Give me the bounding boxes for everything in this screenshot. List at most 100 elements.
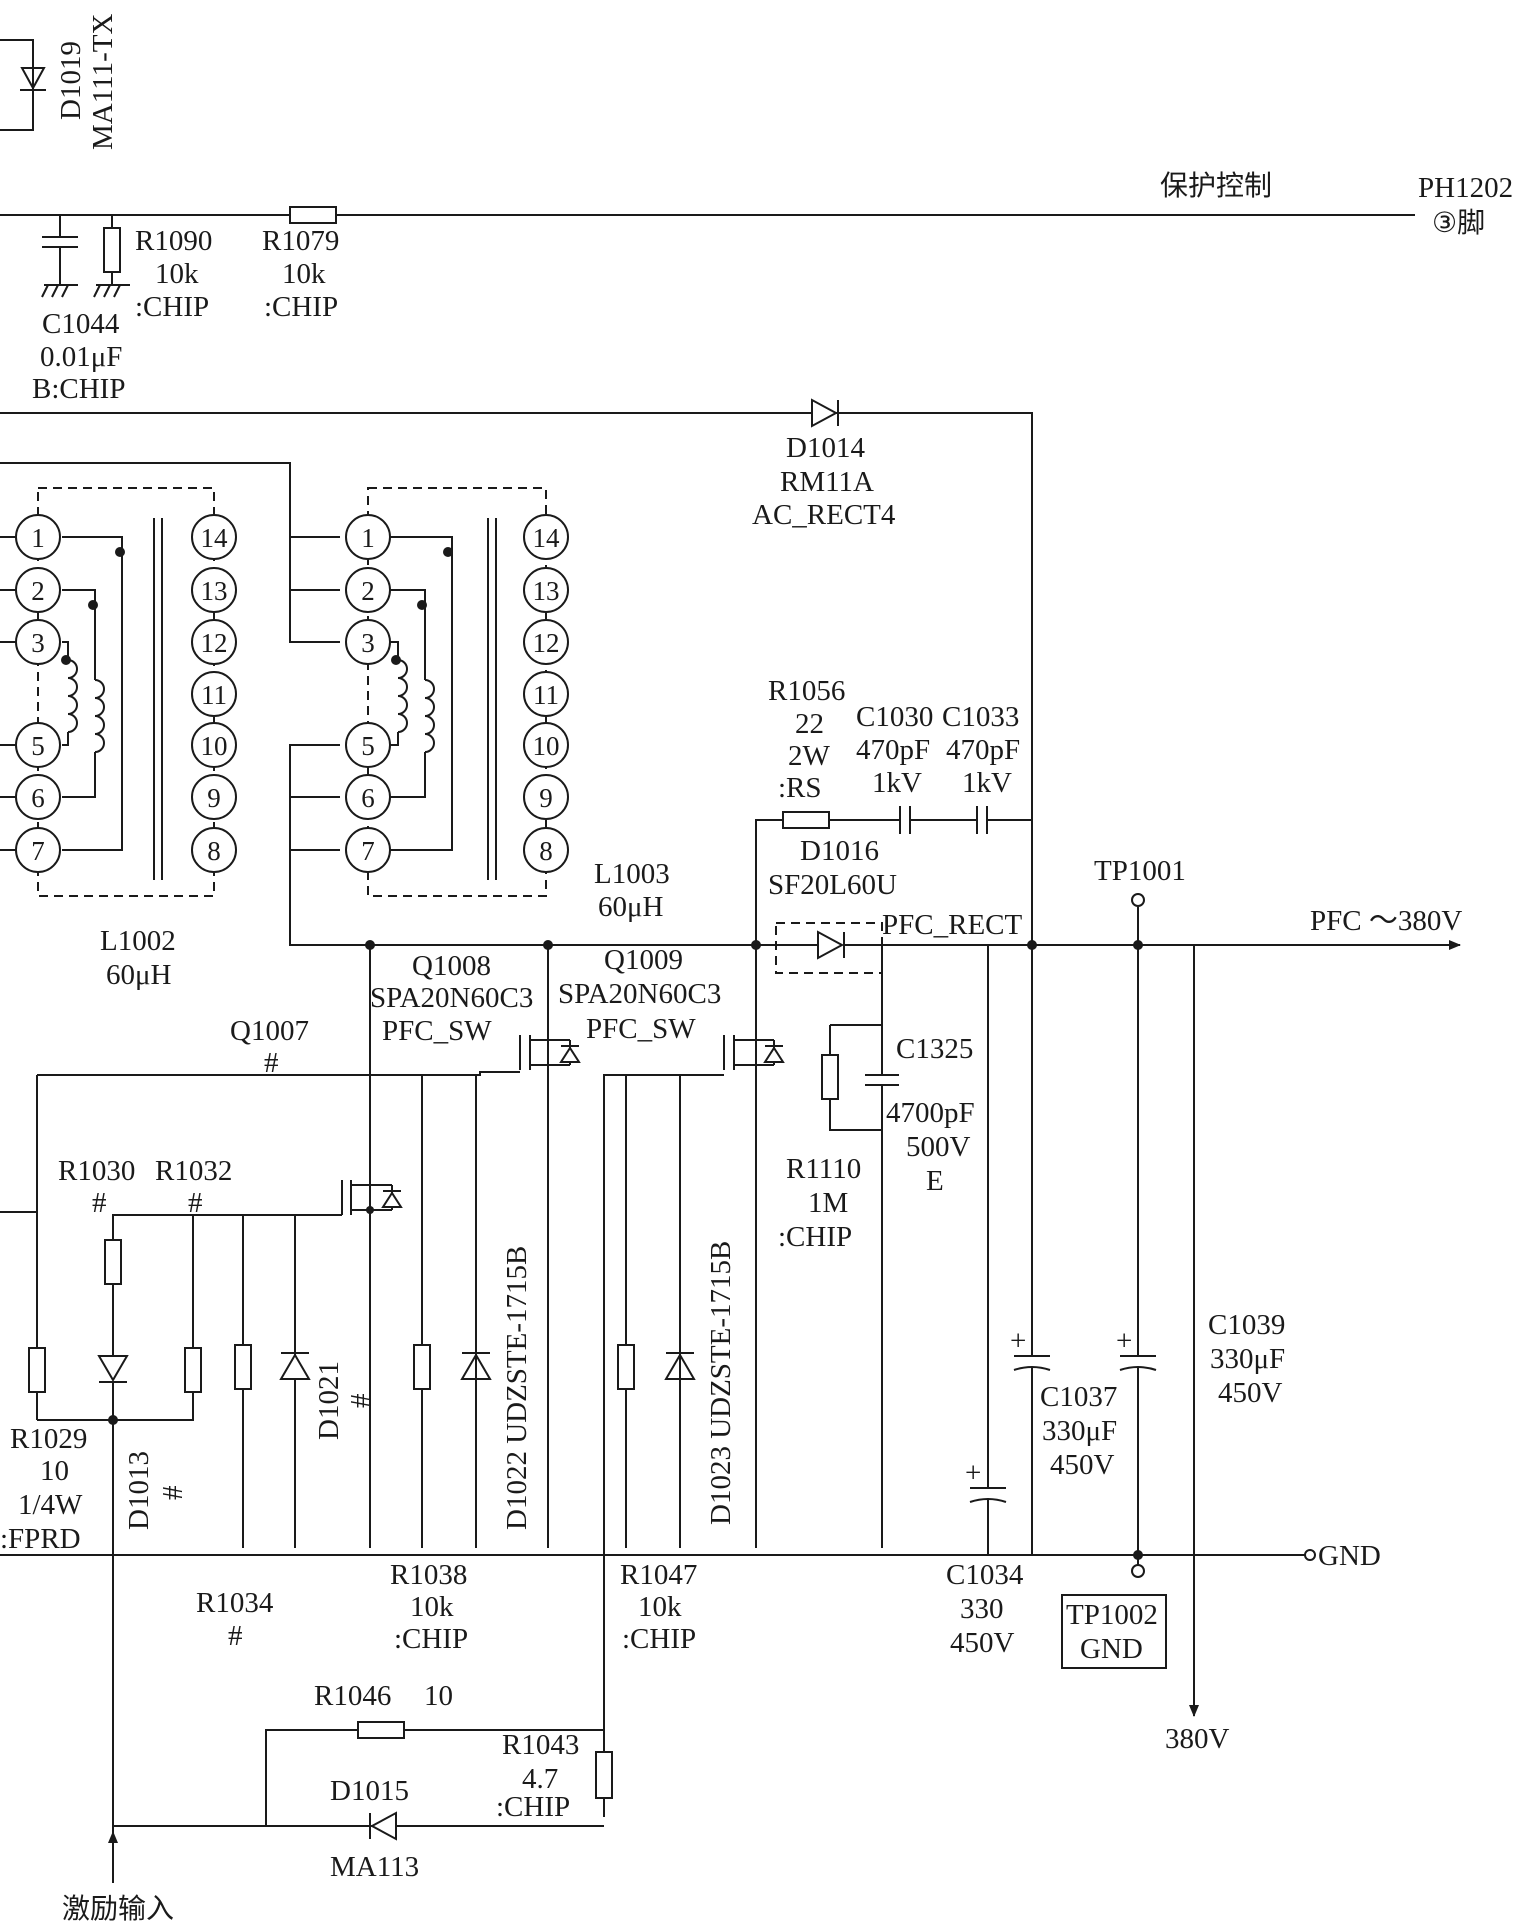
d1021-ref: D1021 bbox=[313, 1361, 345, 1440]
l1003-pin-5: 5 bbox=[361, 731, 375, 761]
r1110-resistor bbox=[821, 1054, 839, 1100]
l1002-pin-10: 10 bbox=[201, 731, 228, 761]
r1047-resistor bbox=[617, 1344, 635, 1390]
pfc-output-label: PFC ～380V bbox=[1310, 905, 1462, 937]
l1002-pins-left: 1 2 3 5 6 7 bbox=[15, 514, 61, 873]
d1023-label: D1023 UDZSTE-1715B bbox=[705, 1241, 737, 1525]
l1003-pin-13: 13 bbox=[533, 576, 560, 606]
c1034-value: 330 bbox=[960, 1593, 1004, 1625]
l1003-pins-right: 14 13 12 11 10 9 8 bbox=[523, 514, 569, 873]
c1039-plate-b bbox=[1119, 1366, 1157, 1371]
r1034-resistor bbox=[234, 1344, 252, 1390]
r1046-ref: R1046 bbox=[314, 1680, 391, 1712]
d1015-part: MA113 bbox=[330, 1851, 419, 1883]
l1002-pin-11: 11 bbox=[201, 680, 227, 710]
c1034-ref: C1034 bbox=[946, 1559, 1024, 1591]
l1002-inductor: L1002 60μH bbox=[0, 462, 340, 991]
l1003-pin-10: 10 bbox=[533, 731, 560, 761]
r1032-mark: # bbox=[188, 1187, 203, 1219]
c1037-plus: + bbox=[1010, 1325, 1026, 1357]
l1002-pin-3: 3 bbox=[31, 628, 45, 658]
l1002-pin-14: 14 bbox=[201, 523, 229, 553]
v380-label: 380V bbox=[1165, 1723, 1230, 1755]
d1013-mark: # bbox=[157, 1486, 189, 1501]
c1037-plate-b bbox=[1013, 1366, 1051, 1371]
l1003-pin-9: 9 bbox=[539, 783, 553, 813]
c1037-value: 330μF bbox=[1042, 1415, 1117, 1447]
tp1002-ref: TP1002 bbox=[1066, 1599, 1158, 1631]
r1079-type: :CHIP bbox=[264, 291, 338, 323]
r1047-type: :CHIP bbox=[622, 1623, 696, 1655]
r1047-ref: R1047 bbox=[620, 1559, 697, 1591]
l1003-value: 60μH bbox=[598, 891, 664, 923]
r1090-type: :CHIP bbox=[135, 291, 209, 323]
c1034-voltage: 450V bbox=[950, 1627, 1015, 1659]
c1037-ref: C1037 bbox=[1040, 1381, 1117, 1413]
r1029-ref: R1029 bbox=[10, 1423, 87, 1455]
d1014-diode: D1014 RM11A AC_RECT4 bbox=[0, 398, 1033, 945]
ph1202-ref: PH1202 bbox=[1418, 172, 1513, 204]
c1034-plate-b bbox=[969, 1498, 1007, 1503]
r1056-power: 2W bbox=[788, 740, 831, 772]
d1021-diode bbox=[279, 1353, 311, 1380]
q1008-part: SPA20N60C3 bbox=[370, 982, 533, 1014]
input-network: R1046 10 R1043 4.7 :CHIP D1015 MA113 激励输… bbox=[62, 1680, 613, 1925]
l1003-pin-1: 1 bbox=[361, 523, 375, 553]
d1019-part: MA111-TX bbox=[87, 14, 119, 150]
r1079-ref: R1079 bbox=[262, 225, 339, 257]
r1046-value: 10 bbox=[424, 1680, 453, 1712]
l1002-pin-9: 9 bbox=[207, 783, 221, 813]
c1044-type: B:CHIP bbox=[32, 373, 125, 405]
c1037-voltage: 450V bbox=[1050, 1449, 1115, 1481]
l1003-pin-12: 12 bbox=[533, 628, 560, 658]
q1009-mosfet: Q1009 SPA20N60C3 PFC_SW bbox=[558, 944, 785, 1817]
c1039-plus: + bbox=[1116, 1325, 1132, 1357]
c1044-ref: C1044 bbox=[42, 308, 120, 340]
r1038-resistor bbox=[413, 1344, 431, 1390]
r1043-ref: R1043 bbox=[502, 1729, 579, 1761]
r1110-value: 1M bbox=[808, 1187, 848, 1219]
r1038-ref: R1038 bbox=[390, 1559, 467, 1591]
c1033-ref: C1033 bbox=[942, 701, 1019, 733]
l1003-inductor: L1003 60μH bbox=[289, 487, 756, 946]
q1007-mark: # bbox=[264, 1047, 279, 1079]
l1002-pin-1: 1 bbox=[31, 523, 45, 553]
l1003-pin-11: 11 bbox=[533, 680, 559, 710]
gnd-terminal bbox=[1304, 1549, 1316, 1561]
c1325-ref: C1325 bbox=[896, 1033, 973, 1065]
d1022-label: D1022 UDZSTE-1715B bbox=[501, 1246, 533, 1530]
q1009-type: PFC_SW bbox=[586, 1013, 696, 1045]
l1002-pin-2: 2 bbox=[31, 576, 45, 606]
d1021-mark: # bbox=[345, 1394, 377, 1409]
protect-control-label: 保护控制 bbox=[1160, 169, 1272, 202]
driver-network: R1030 # R1032 # R1029 10 1/4W :FPRD D101… bbox=[0, 1075, 1316, 1883]
l1003-ref: L1003 bbox=[594, 858, 670, 890]
snubber-network: R1056 22 2W :RS C1030 470pF 1kV C1033 47… bbox=[755, 675, 1032, 945]
r1056-resistor bbox=[782, 811, 830, 829]
r1079-resistor bbox=[289, 206, 337, 224]
l1002-pin-13: 13 bbox=[201, 576, 228, 606]
l1003-pin-14: 14 bbox=[533, 523, 561, 553]
r1029-resistor bbox=[28, 1347, 46, 1393]
tp1001-label: TP1001 bbox=[1094, 855, 1186, 887]
protect-control-line: 保护控制 PH1202 ③脚 bbox=[0, 169, 1513, 239]
l1002-pin-5: 5 bbox=[31, 731, 45, 761]
r1034-mark: # bbox=[228, 1620, 243, 1652]
c1033-voltage: 1kV bbox=[962, 767, 1012, 799]
q1007-ref: Q1007 bbox=[230, 1015, 309, 1047]
drive-input-label: 激励输入 bbox=[62, 1892, 174, 1925]
r1029-type: :FPRD bbox=[0, 1523, 81, 1555]
q1009-ref: Q1009 bbox=[604, 944, 683, 976]
l1002-pin-6: 6 bbox=[31, 783, 45, 813]
l1003-pin-7: 7 bbox=[361, 836, 375, 866]
r1090-ref: R1090 bbox=[135, 225, 212, 257]
l1003-pins-left: 1 2 3 5 6 7 bbox=[345, 514, 391, 873]
r1043-resistor bbox=[595, 1751, 613, 1799]
r1056-value: 22 bbox=[795, 708, 824, 740]
tp1002-box bbox=[1061, 1594, 1167, 1669]
r1110-type: :CHIP bbox=[778, 1221, 852, 1253]
output-capacitors: + + + C1034 330 450V C1037 330μF 450V C1… bbox=[946, 945, 1381, 1755]
d1016-type: PFC_RECT bbox=[882, 909, 1022, 941]
c1039-ref: C1039 bbox=[1208, 1309, 1285, 1341]
